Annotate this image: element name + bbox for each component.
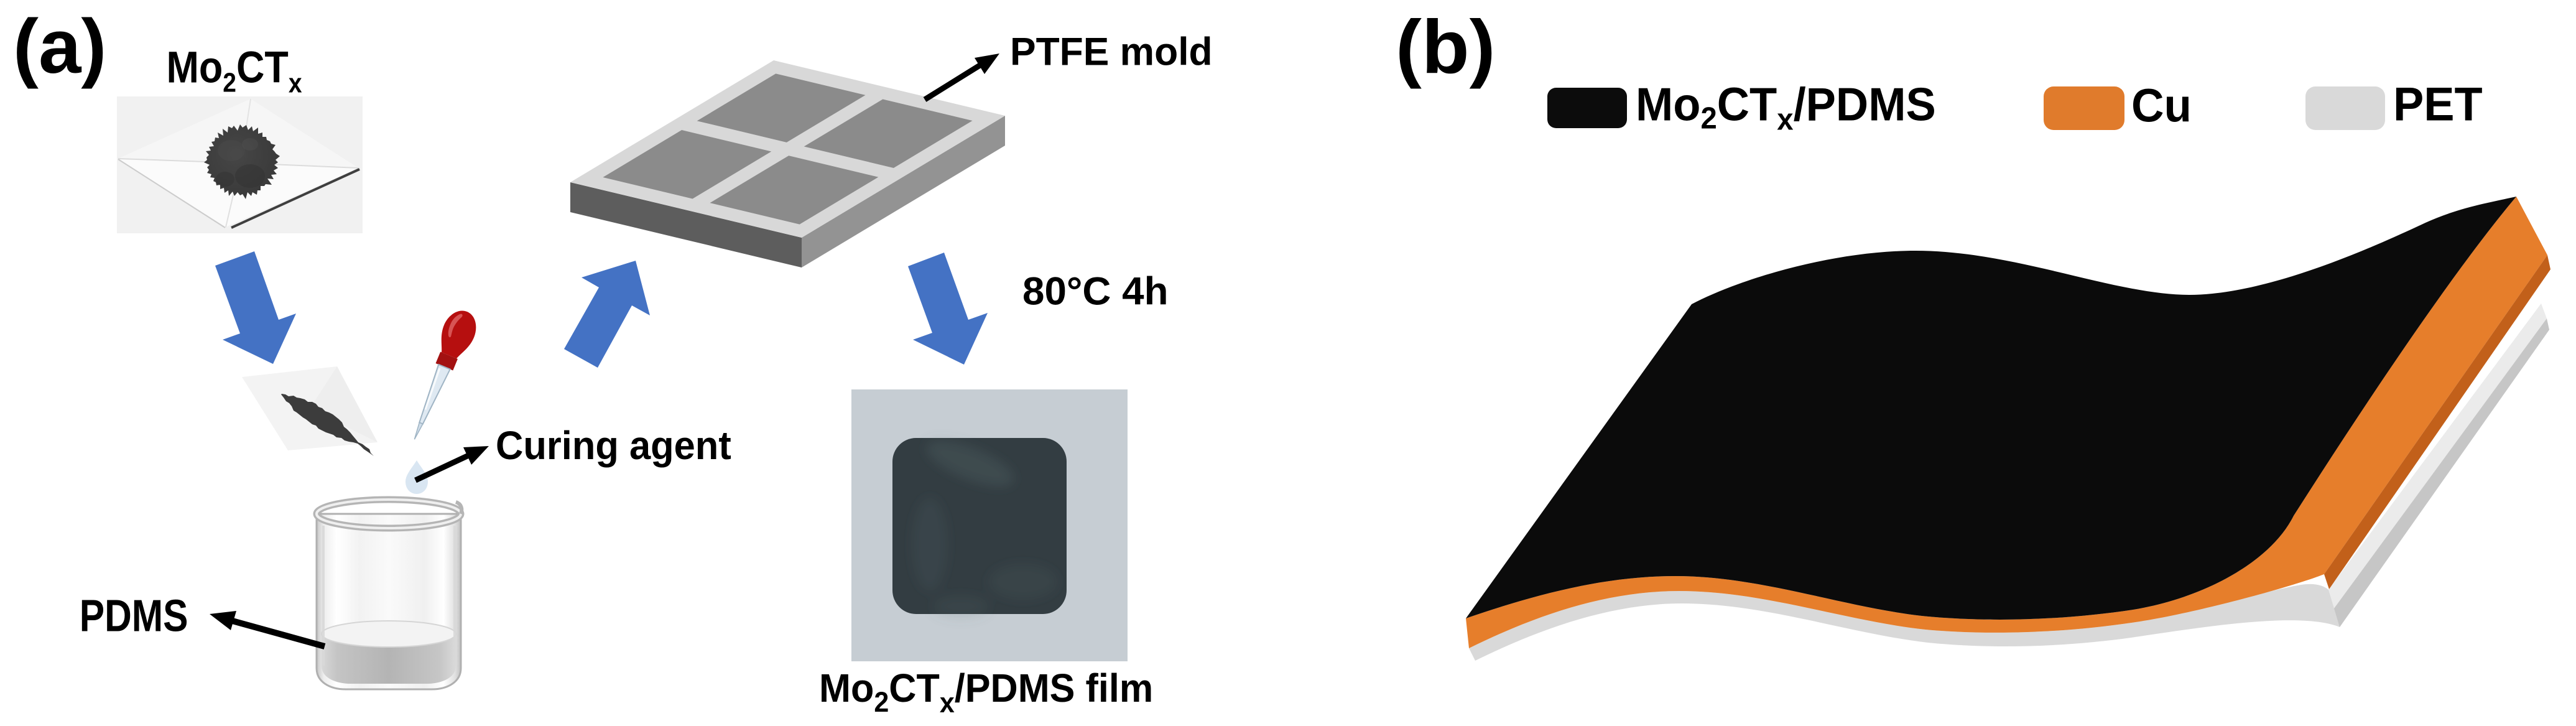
- svg-text:(b): (b): [1396, 5, 1495, 90]
- svg-text:80°C 4h: 80°C 4h: [1022, 270, 1169, 314]
- svg-text:PET: PET: [2393, 78, 2483, 131]
- svg-text:PDMS: PDMS: [80, 591, 188, 641]
- svg-text:PTFE mold: PTFE mold: [1010, 30, 1213, 73]
- svg-text:Cu: Cu: [2131, 79, 2192, 131]
- svg-text:(a): (a): [13, 4, 106, 90]
- svg-text:Curing agent: Curing agent: [496, 424, 731, 468]
- svg-text:Mo2CTx: Mo2CTx: [167, 43, 302, 98]
